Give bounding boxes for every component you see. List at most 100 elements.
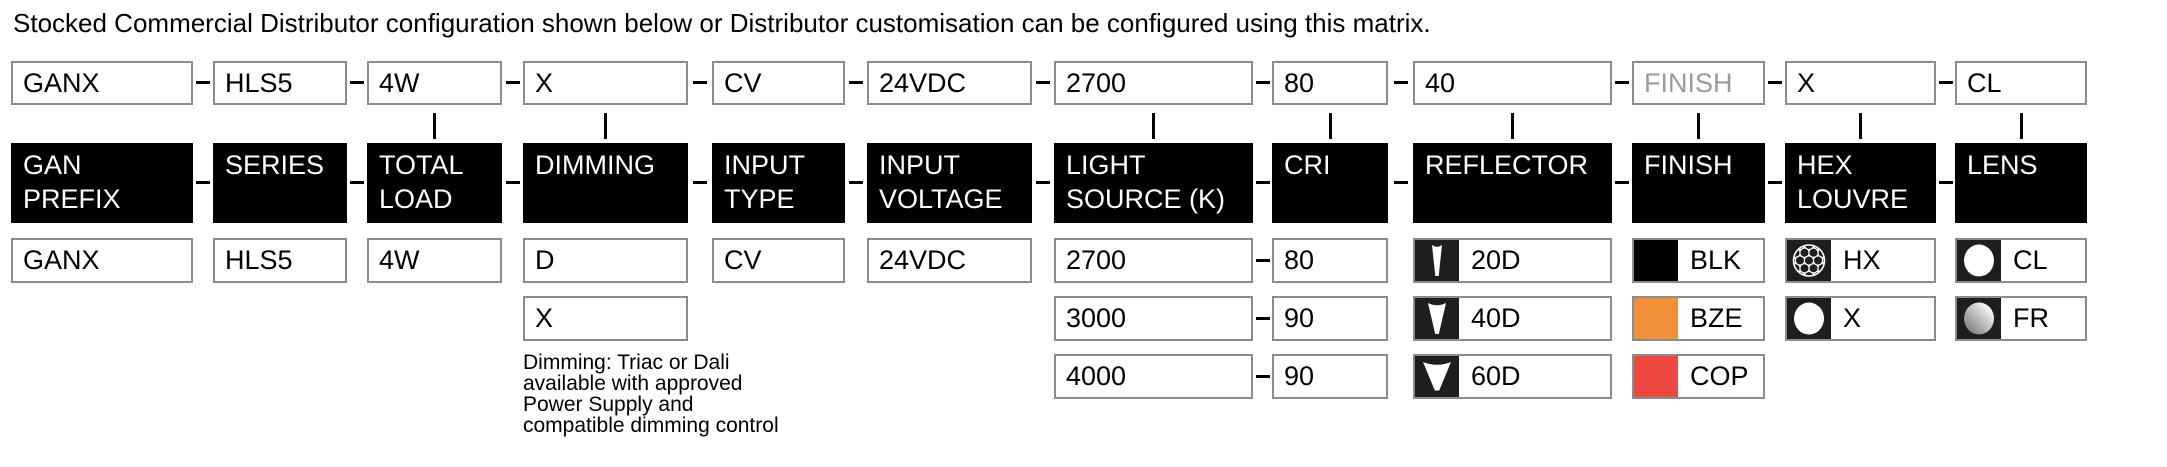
connector-line [1511,113,1514,139]
header-input-voltage: INPUT VOLTAGE [867,143,1032,223]
dash-separator [1394,181,1408,184]
option-label: 4W [379,245,420,275]
option-label: CL [2013,245,2048,275]
header-gan-prefix: GAN PREFIX [11,143,193,223]
option-label: BZE [1690,303,1743,333]
header-light-source: LIGHT SOURCE (K) [1054,143,1253,223]
option-dimming-d: D [523,238,688,283]
header-input-type: INPUT TYPE [712,143,845,223]
dash-separator [1939,81,1953,84]
dash-separator [1036,181,1050,184]
option-label: FR [2013,303,2049,333]
dash-separator [693,181,707,184]
connector-line [1859,113,1862,139]
connector-line [433,113,436,139]
dash-separator [1768,81,1782,84]
header-dimming: DIMMING [523,143,688,223]
dash-separator [1256,317,1270,320]
black-finish-swatch [1634,240,1678,281]
option-series-hls5: HLS5 [213,238,347,283]
beam-medium-icon [1415,298,1459,339]
option-cri-80: 80 [1272,238,1388,283]
option-input-type-cv: CV [712,238,845,283]
option-cri-90: 90 [1272,296,1388,341]
option-label: 80 [1284,245,1315,275]
top-code-finish-placeholder: FINISH [1632,61,1765,105]
dash-separator [350,81,364,84]
option-label: 20D [1471,245,1521,275]
top-code-gan-prefix: GANX [11,61,193,105]
top-code-light-source: 2700 [1054,61,1253,105]
top-code-series: HLS5 [213,61,347,105]
dash-separator [506,181,520,184]
top-code-cri: 80 [1272,61,1388,105]
connector-line [1329,113,1332,139]
dash-separator [693,81,707,84]
top-code-dimming: X [523,61,688,105]
hex-louvre-icon [1787,240,1831,281]
connector-line [604,113,607,139]
option-finish-cop: COP [1632,354,1765,399]
dash-separator [1768,181,1782,184]
clear-lens-icon [1957,240,2001,281]
option-label: CV [724,245,762,275]
dash-separator [1256,181,1270,184]
option-reflector-60d: 60D [1413,354,1612,399]
option-label: 40D [1471,303,1521,333]
top-code-reflector: 40 [1413,61,1612,105]
copper-finish-swatch [1634,356,1678,397]
dash-separator [1939,181,1953,184]
option-label: HX [1843,245,1881,275]
option-label: X [535,303,554,333]
option-label: BLK [1690,245,1742,275]
option-label: COP [1690,361,1749,391]
dash-separator [1615,181,1629,184]
top-code-input-voltage: 24VDC [867,61,1032,105]
top-code-input-type: CV [712,61,845,105]
option-label: HLS5 [225,245,293,275]
dash-separator [350,181,364,184]
dash-separator [1256,375,1270,378]
option-dimming-x: X [523,296,688,341]
option-hex-louvre-hx: HX [1785,238,1936,283]
frosted-lens-icon [1957,298,2001,339]
option-light-source-2700: 2700 [1054,238,1253,283]
header-reflector: REFLECTOR [1413,143,1612,223]
option-label: GANX [23,245,100,275]
dash-separator [1036,81,1050,84]
dash-separator [1394,81,1408,84]
option-label: X [1843,303,1862,333]
option-reflector-40d: 40D [1413,296,1612,341]
option-label: 24VDC [879,245,967,275]
connector-line [1697,113,1700,139]
option-label: 60D [1471,361,1521,391]
option-label: 4000 [1066,361,1127,391]
header-finish: FINISH [1632,143,1765,223]
dash-separator [196,81,210,84]
top-code-lens: CL [1955,61,2087,105]
header-total-load: TOTAL LOAD [367,143,502,223]
header-lens: LENS [1955,143,2087,223]
dimming-note: Dimming: Triac or Dali available with ap… [523,351,779,437]
option-total-load-4w: 4W [367,238,502,283]
dash-separator [196,181,210,184]
option-label: 3000 [1066,303,1127,333]
option-reflector-20d: 20D [1413,238,1612,283]
dash-separator [506,81,520,84]
header-cri: CRI [1272,143,1388,223]
option-light-source-3000: 3000 [1054,296,1253,341]
page-title: Stocked Commercial Distributor configura… [13,8,1431,38]
top-code-total-load: 4W [367,61,502,105]
option-lens-cl: CL [1955,238,2087,283]
option-label: D [535,245,555,275]
dash-separator [1256,259,1270,262]
option-finish-bze: BZE [1632,296,1765,341]
dash-separator [1615,81,1629,84]
dash-separator [849,81,863,84]
dash-separator [849,181,863,184]
option-label: 2700 [1066,245,1127,275]
option-light-source-4000: 4000 [1054,354,1253,399]
dash-separator [1256,81,1270,84]
connector-line [2020,113,2023,139]
